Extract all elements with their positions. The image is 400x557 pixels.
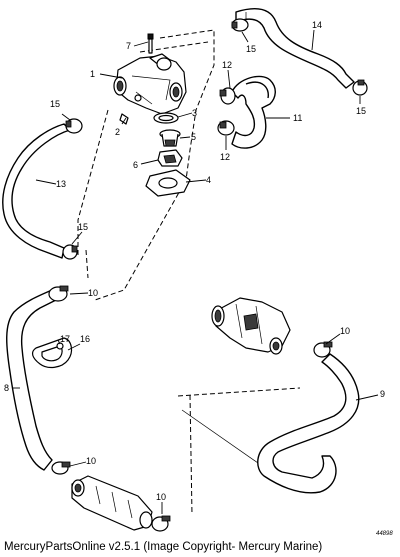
callout-15-c: 15	[50, 99, 60, 109]
bolt-7[interactable]	[147, 33, 154, 54]
callout-5: 5	[191, 132, 196, 142]
hose-clamp-15-top[interactable]	[231, 18, 249, 32]
thermostat-retainer-6[interactable]	[157, 149, 183, 167]
hose-clamp-10-bottom[interactable]	[151, 515, 171, 532]
hose-9[interactable]	[257, 353, 360, 494]
callout-16: 16	[80, 334, 90, 344]
hose-clamp-15-left-upper[interactable]	[65, 118, 83, 134]
callout-15-a: 15	[246, 44, 256, 54]
hose-clamp-10-left-lower[interactable]	[51, 461, 71, 475]
leader-lines	[12, 29, 379, 514]
hose-clamp-15-left-lower[interactable]	[62, 244, 78, 260]
callout-10-c: 10	[86, 456, 96, 466]
callout-9: 9	[380, 389, 385, 399]
hose-13[interactable]	[2, 123, 71, 259]
callout-12-a: 12	[222, 60, 232, 70]
callout-13: 13	[56, 179, 66, 189]
callout-2: 2	[115, 127, 120, 137]
callout-10-b: 10	[340, 326, 350, 336]
callout-4: 4	[206, 175, 211, 185]
callout-1: 1	[90, 69, 95, 79]
gasket-4[interactable]	[145, 169, 191, 197]
callout-labels: 1 2 3 4 5 6 7 8 9 10 10 10 10 11 12 12 1…	[4, 20, 393, 537]
callout-8: 8	[4, 383, 9, 393]
callout-17: 17	[60, 334, 70, 344]
callout-14: 14	[312, 20, 322, 30]
callout-15-b: 15	[356, 106, 366, 116]
hose-clamp-12-lower[interactable]	[217, 120, 235, 136]
manifold-fitting[interactable]	[211, 297, 291, 355]
hose-clamp-12-upper[interactable]	[219, 87, 236, 105]
thermostat-5[interactable]	[159, 129, 181, 147]
callout-10-a: 10	[88, 288, 98, 298]
hose-clamp-10-right[interactable]	[313, 341, 333, 358]
image-caption: MercuryPartsOnline v2.5.1 (Image Copyrig…	[4, 541, 323, 553]
callout-11: 11	[293, 113, 302, 123]
hose-clamp-15-right[interactable]	[352, 79, 368, 96]
hose-clamp-10-left-upper[interactable]	[48, 285, 69, 302]
callout-12-b: 12	[220, 152, 230, 162]
seal-3[interactable]	[153, 112, 179, 124]
callout-10-d: 10	[156, 492, 166, 502]
callout-7: 7	[126, 41, 131, 51]
screw-2[interactable]	[119, 113, 129, 125]
hose-11[interactable]	[231, 75, 276, 149]
thermostat-housing[interactable]	[113, 53, 187, 115]
assembly-guide-lines	[77, 29, 301, 516]
figure-reference: 44898	[376, 531, 393, 537]
callout-6: 6	[133, 160, 138, 170]
callout-3: 3	[192, 108, 197, 118]
callout-15-d: 15	[78, 222, 88, 232]
hose-fitting[interactable]	[71, 475, 153, 531]
hose-8[interactable]	[6, 289, 57, 471]
